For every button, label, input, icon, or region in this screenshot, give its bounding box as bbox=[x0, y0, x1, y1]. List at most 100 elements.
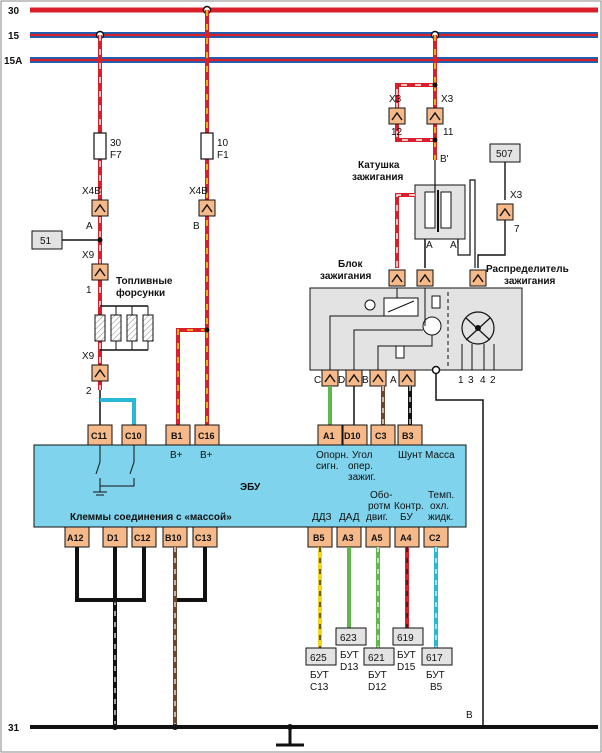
fuse-f1: 10 F1 bbox=[200, 132, 229, 161]
fuel-injectors bbox=[94, 305, 154, 351]
ecu-pin-a3: A3 bbox=[342, 533, 354, 543]
connector-x4b-left: X4B A bbox=[82, 186, 109, 232]
rail-15a: 15A bbox=[4, 56, 598, 67]
ecu-desc-ugol-1: Угол bbox=[352, 450, 373, 461]
x9-bot-label: X9 bbox=[82, 351, 95, 362]
sensor-c13-2: C13 bbox=[310, 682, 329, 693]
ecu-pin-b5: B5 bbox=[313, 533, 325, 543]
ecu-pin-a12: A12 bbox=[67, 533, 84, 543]
connector-x9-bottom: X9 2 bbox=[82, 351, 109, 397]
sensor-d12-2: D12 bbox=[368, 682, 387, 693]
injectors-label-2: форсунки bbox=[116, 287, 165, 299]
sensor-block-617: 617 БУТ B5 bbox=[421, 647, 453, 693]
sensor-block-619: 619 БУТ D15 bbox=[392, 627, 424, 673]
ecu-desc-temp-3: жидк. bbox=[428, 512, 453, 523]
ecu-desc-opor-1: Опорн. bbox=[316, 450, 349, 461]
module-pin-d: D bbox=[338, 375, 345, 386]
wire-dist-ground bbox=[435, 370, 484, 727]
sensor-b5-2: B5 bbox=[430, 682, 443, 693]
fuse-f7-label: F7 bbox=[110, 150, 122, 161]
x3-left-pin: 12 bbox=[391, 127, 403, 138]
connector-x9-top: X9 1 bbox=[82, 250, 109, 296]
ecu-pin-a1: A1 bbox=[323, 431, 335, 441]
wire-coil-hv bbox=[457, 179, 476, 268]
module-label-1: Блок bbox=[338, 259, 364, 270]
x4b-left-pin: A bbox=[86, 221, 93, 232]
rail-15: 15 bbox=[8, 31, 598, 42]
sensor-b5-1: БУТ bbox=[426, 670, 445, 681]
block-619-label: 619 bbox=[397, 633, 414, 644]
block-51: 51 bbox=[31, 230, 103, 250]
x3-right-label: X3 bbox=[441, 94, 454, 105]
ecu-internal-switches bbox=[93, 445, 135, 496]
coil-b-prime: B' bbox=[440, 154, 449, 165]
x3-dist-pin: 7 bbox=[514, 224, 520, 235]
ecu-pin-b1: B1 bbox=[171, 431, 183, 441]
rail-31: 31 bbox=[8, 723, 598, 734]
fuse-f7-rating: 30 bbox=[110, 138, 122, 149]
ecu-top-pins: C11 C10 B1 C16 A1 D10 C3 B3 bbox=[87, 424, 423, 446]
ecu-desc-kontr-1: Контр. bbox=[394, 501, 424, 512]
ground-wires bbox=[75, 547, 293, 730]
sensor-block-621: 621 БУТ D12 bbox=[363, 647, 395, 693]
ecu-bplus-left: B+ bbox=[170, 450, 183, 461]
ecu-desc-opor-2: сигн. bbox=[316, 461, 339, 472]
x4b-left-label: X4B bbox=[82, 186, 101, 197]
ecu-pin-a5: A5 bbox=[371, 533, 383, 543]
ecu-desc-shunt: Шунт bbox=[398, 450, 423, 461]
ecu-desc-kontr-2: БУ bbox=[400, 512, 413, 523]
ecu-desc-oborot-3: двиг. bbox=[366, 512, 388, 523]
connector-x3-distributor: X3 7 bbox=[477, 190, 523, 268]
ecu-desc-dad: ДАД bbox=[339, 512, 360, 523]
ecu-pin-c12: C12 bbox=[134, 533, 151, 543]
module-top-connectors bbox=[388, 269, 487, 287]
rail-31-label: 31 bbox=[8, 723, 20, 734]
sensor-block-623: 623 БУТ D13 bbox=[335, 627, 367, 673]
coil-a-label: A bbox=[426, 240, 433, 251]
block-617-label: 617 bbox=[426, 653, 443, 664]
module-pin-b: B bbox=[362, 375, 369, 386]
rail-15a-label: 15A bbox=[4, 56, 22, 67]
ecu-desc-ugol-2: опер. bbox=[348, 461, 373, 472]
ecu-pin-a4: A4 bbox=[400, 533, 412, 543]
coil-label-2: зажигания bbox=[352, 172, 404, 183]
ecu-bottom-pins: A12 D1 C12 B10 C13 B5 A3 A5 A4 C2 bbox=[64, 526, 449, 548]
coil-a-prime: A' bbox=[450, 240, 459, 251]
ground-b-label: B bbox=[466, 710, 473, 721]
block-623-label: 623 bbox=[340, 633, 357, 644]
x4b-right-pin: B bbox=[193, 221, 200, 232]
sensor-d15-1: БУТ bbox=[397, 650, 416, 661]
sensor-d13-2: D13 bbox=[340, 662, 359, 673]
rail-15-label: 15 bbox=[8, 31, 20, 42]
block-507: 507 bbox=[489, 143, 521, 200]
block-507-label: 507 bbox=[496, 149, 513, 160]
wire-cyan-c10 bbox=[100, 398, 136, 430]
ecu-desc-ugol-3: зажиг. bbox=[348, 472, 376, 483]
ecu-desc-oborot-1: Обо- bbox=[370, 489, 392, 501]
x3-left-label: X3 bbox=[389, 94, 402, 105]
x3-dist-label: X3 bbox=[510, 190, 523, 201]
ecu-pin-c10: C10 bbox=[125, 431, 142, 441]
module-pin-c: C bbox=[314, 375, 321, 386]
module-pin-a: A bbox=[390, 375, 397, 386]
ecu-pin-c11: C11 bbox=[91, 431, 107, 441]
ignition-coil: A A' bbox=[414, 160, 466, 251]
injectors-label-1: Топливные bbox=[116, 276, 173, 287]
wire-f1-feed bbox=[176, 10, 210, 430]
connector-x4b-right: X4B B bbox=[189, 186, 216, 232]
ecu-desc-temp-2: охл. bbox=[430, 501, 449, 512]
block-625-label: 625 bbox=[310, 653, 327, 664]
ecu-pin-c3: C3 bbox=[375, 431, 387, 441]
ignition-module bbox=[309, 287, 523, 371]
ecu-pin-b10: B10 bbox=[165, 533, 182, 543]
coil-label-1: Катушка bbox=[358, 160, 400, 171]
ecu-bplus-right: B+ bbox=[200, 450, 213, 461]
x9-top-pin: 1 bbox=[86, 285, 92, 296]
dist-pin-4: 4 bbox=[480, 375, 486, 386]
ecu-pin-b3: B3 bbox=[402, 431, 414, 441]
dist-pin-3: 3 bbox=[468, 375, 474, 386]
ecu-pin-d1: D1 bbox=[107, 533, 119, 543]
distributor-rotor-icon bbox=[461, 311, 495, 370]
x9-top-label: X9 bbox=[82, 250, 95, 261]
